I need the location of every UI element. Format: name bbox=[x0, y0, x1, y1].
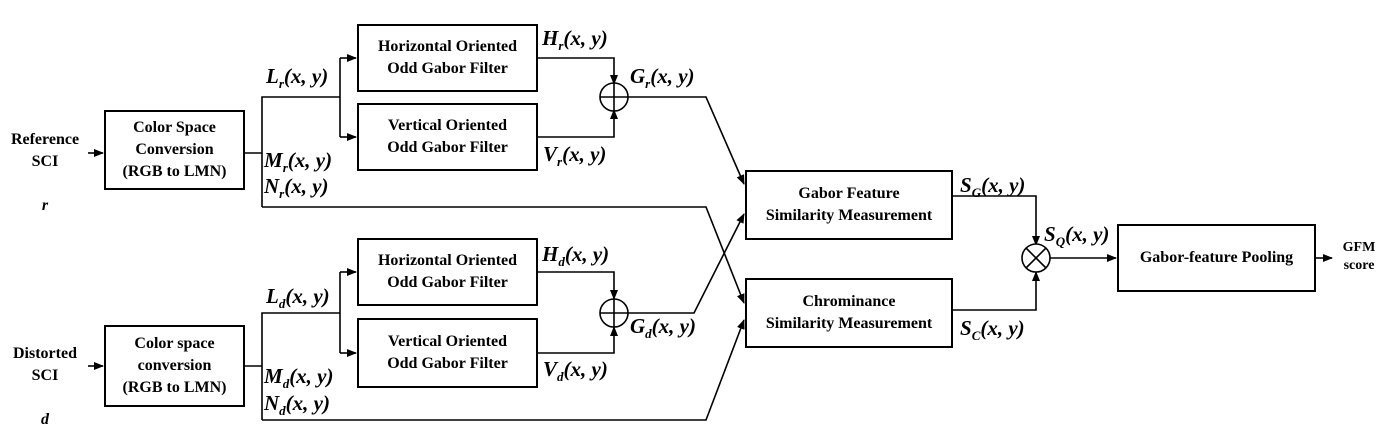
wire-sc-to-product bbox=[953, 271, 1040, 311]
wire-ref-v-to-sum bbox=[538, 109, 618, 138]
multiply-circle-icon bbox=[1021, 243, 1051, 273]
wire-dist-l-bus bbox=[261, 312, 340, 420]
wire-dist-g-to-gabor-sim bbox=[628, 213, 745, 314]
color-space-conversion-ref: Color Space Conversion (RGB to LMN) bbox=[104, 110, 245, 190]
horizontal-gabor-filter-dist: Horizontal Oriented Odd Gabor Filter bbox=[357, 238, 538, 306]
symbol-h-r: Hr(x, y) bbox=[542, 26, 608, 53]
gabor-feature-pooling-box: Gabor-feature Pooling bbox=[1117, 224, 1316, 292]
gabor-feature-similarity-box: Gabor Feature Similarity Measurement bbox=[745, 170, 953, 240]
add-circle-icon bbox=[599, 298, 629, 328]
wire-ref-mn-to-chroma bbox=[262, 206, 745, 304]
symbol-s-g: SG(x, y) bbox=[960, 173, 1026, 200]
symbol-v-d: Vd(x, y) bbox=[543, 357, 608, 384]
wire-dist-mn-to-chroma bbox=[262, 319, 745, 421]
reference-input-label: Reference SCI r bbox=[10, 131, 80, 214]
vertical-gabor-filter-ref: Vertical Oriented Odd Gabor Filter bbox=[357, 103, 538, 171]
wire-dist-v-to-sum bbox=[538, 326, 618, 354]
symbol-v-r: Vr(x, y) bbox=[543, 142, 607, 169]
add-circle-icon bbox=[599, 82, 629, 112]
wire-ref-l-bus bbox=[261, 96, 340, 207]
symbol-g-d: Gd(x, y) bbox=[630, 314, 696, 341]
wire-dist-h-to-sum bbox=[538, 271, 618, 300]
symbol-l-d: Ld(x, y) bbox=[266, 284, 330, 311]
horizontal-gabor-filter-ref: Horizontal Oriented Odd Gabor Filter bbox=[357, 24, 538, 92]
wire-ref-h-to-sum bbox=[538, 57, 618, 85]
symbol-h-d: Hd(x, y) bbox=[542, 242, 610, 269]
vertical-gabor-filter-dist: Vertical Oriented Odd Gabor Filter bbox=[357, 318, 538, 388]
symbol-s-q: SQ(x, y) bbox=[1044, 222, 1110, 249]
gfm-score-label: GFM score bbox=[1342, 240, 1376, 273]
color-space-conversion-dist: Color space conversion (RGB to LMN) bbox=[104, 325, 245, 407]
symbol-n-r: Nr(x, y) bbox=[264, 174, 329, 201]
symbol-m-r: Mr(x, y) bbox=[264, 148, 333, 175]
symbol-l-r: Lr(x, y) bbox=[266, 64, 329, 91]
symbol-n-d: Nd(x, y) bbox=[264, 391, 330, 418]
chrominance-similarity-box: Chrominance Similarity Measurement bbox=[745, 278, 953, 348]
distorted-input-label: Distorted SCI d bbox=[13, 345, 77, 428]
wire-ref-g-to-gabor-sim bbox=[628, 96, 745, 185]
wire-sg-to-product bbox=[953, 195, 1040, 246]
symbol-m-d: Md(x, y) bbox=[264, 364, 334, 391]
symbol-s-c: SC(x, y) bbox=[960, 316, 1025, 343]
symbol-g-r: Gr(x, y) bbox=[630, 64, 695, 91]
